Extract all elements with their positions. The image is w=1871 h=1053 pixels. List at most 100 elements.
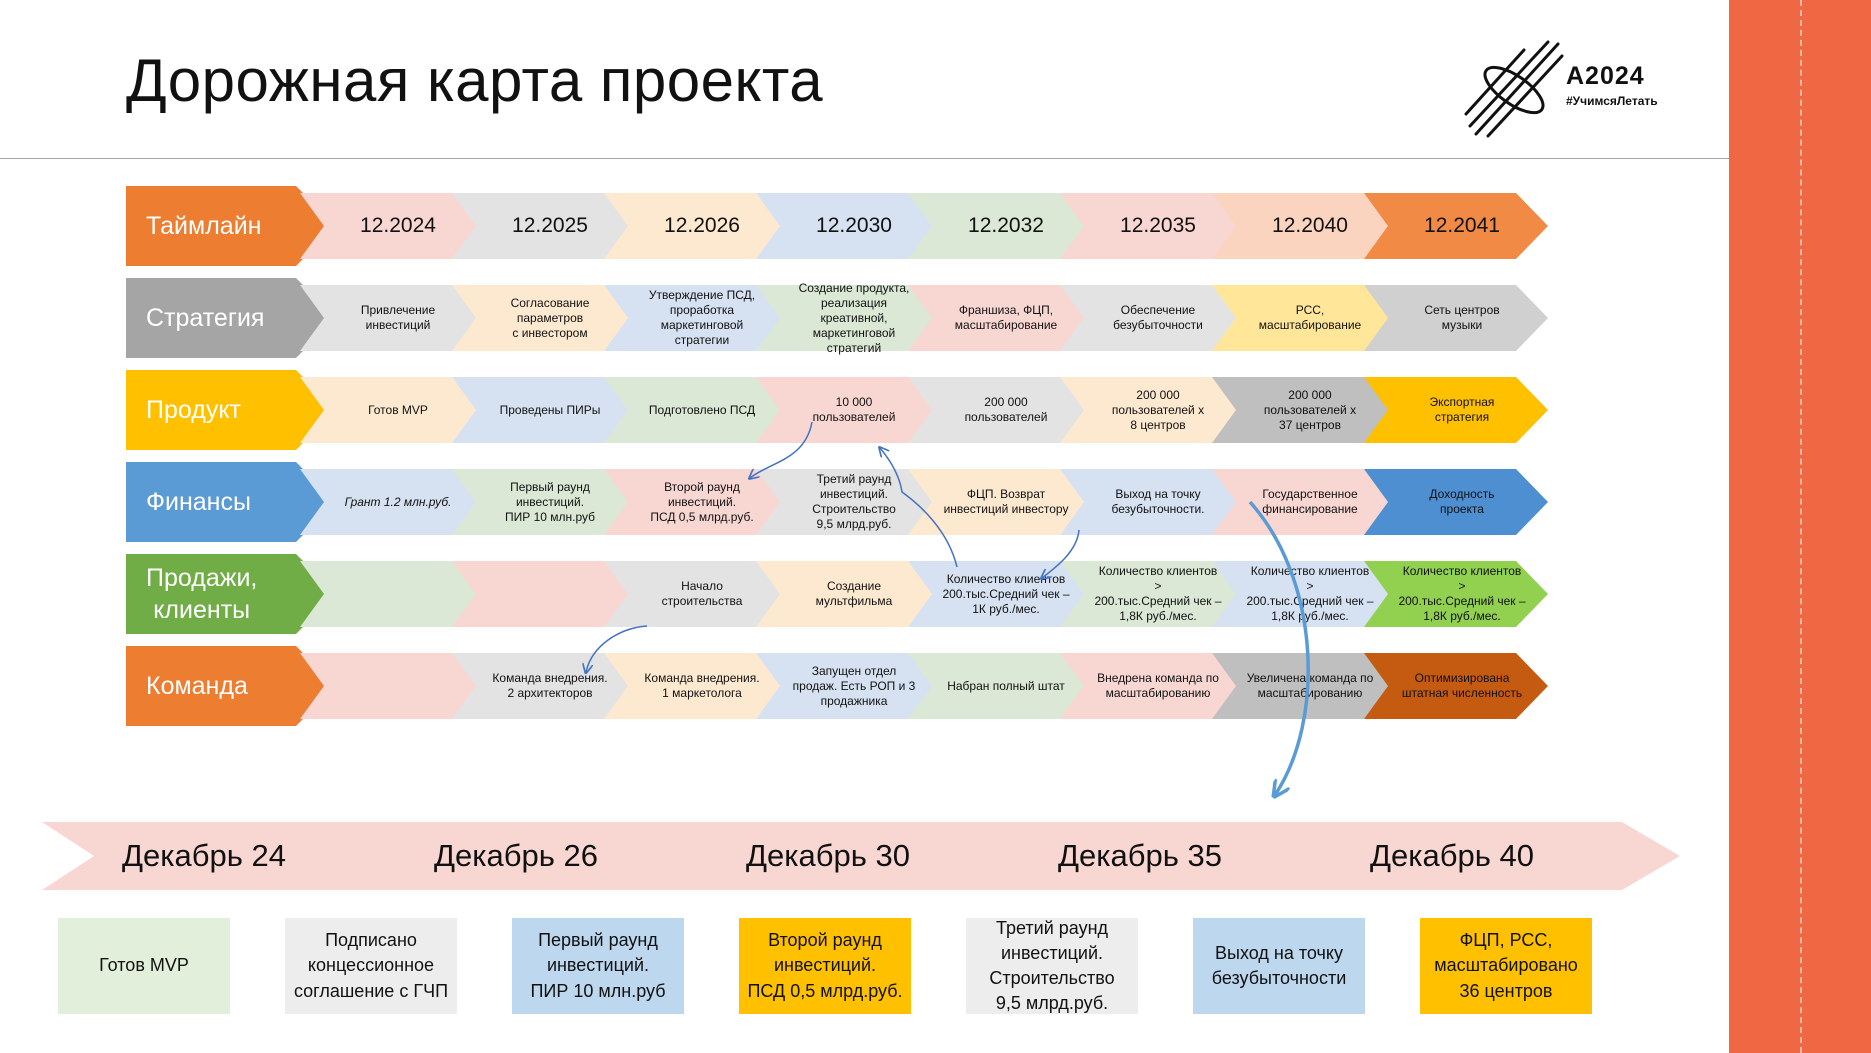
roadmap-cell-text: Грант 1.2 млн.руб. [344,494,452,509]
roadmap-cell-text: 200 000 пользователей х 37 центров [1263,387,1357,432]
roadmap-cell-text: Создание продукта, реализация креативной… [798,280,910,355]
roadmap-cell-text: Государственное финансирование [1262,487,1358,516]
roadmap-cell-text: Готов MVP [368,402,428,417]
roadmap-cell-4-3 [756,561,940,627]
milestone-box: Выход на точку безубыточности [1193,918,1365,1014]
title-divider [0,158,1729,159]
roadmap-cell-text: Запущен отдел продаж. Есть РОП и 3 прода… [792,663,916,708]
milestone-box: Третий раунд инвестиций. Строительство 9… [966,918,1138,1014]
roadmap-cell-text: Команда внедрения. 2 архитекторов [492,671,608,700]
roadmap-cell-text: Привлечение инвестиций [360,303,436,332]
milestone-arrow-0 [42,822,432,890]
roadmap-cell-0-0 [300,193,484,259]
roadmap-cell-0-3 [756,193,940,259]
milestone-date: Декабрь 24 [122,837,286,873]
roadmap-cell-1-3 [756,285,940,351]
milestone-date: Декабрь 26 [434,837,598,873]
milestone-date: Декабрь 35 [1058,837,1222,873]
milestone-arrow-3 [978,822,1368,890]
roadmap-cell-5-0 [300,653,484,719]
page-title: Дорожная карта проекта [126,47,824,114]
roadmap-cell-text: 12.2032 [968,213,1044,237]
roadmap-cell-1-2 [604,285,788,351]
roadmap-cell-5-2 [604,653,788,719]
logo-icon [1464,40,1564,138]
roadmap-cell-0-7 [1364,193,1548,259]
roadmap-cell-4-2 [604,561,788,627]
milestone-box: Первый раунд инвестиций. ПИР 10 млн.руб [512,918,684,1014]
roadmap-cell-text: 12.2025 [512,213,588,237]
milestone-box: Готов MVP [58,918,230,1014]
row-header-label: Таймлайн [146,211,262,240]
row-header-4 [126,554,336,634]
roadmap-cell-0-4 [908,193,1092,259]
milestone-date: Декабрь 40 [1370,837,1534,873]
logo-subtitle: #УчимсяЛетать [1566,94,1658,108]
row-header-0 [126,186,336,266]
roadmap-cell-text: 200 000 пользователей [964,395,1048,424]
roadmap-cell-2-5 [1060,377,1244,443]
milestone-arrow-2 [666,822,1056,890]
roadmap-cell-0-6 [1212,193,1396,259]
roadmap-cell-text [328,561,468,627]
roadmap-cell-text: Количество клиентов > 200.тыс.Средний че… [1094,564,1222,623]
roadmap-cell-text: 12.2024 [360,213,436,237]
roadmap-cell-3-0 [300,469,484,535]
milestone-arrow-4 [1290,822,1680,890]
roadmap-cell-2-1 [452,377,636,443]
milestone-box: Второй раунд инвестиций. ПСД 0,5 млрд.ру… [739,918,911,1014]
row-header-3 [126,462,336,542]
roadmap-cell-5-7 [1364,653,1548,719]
roadmap-cell-text: Проведены ПИРы [499,402,601,417]
roadmap-cell-4-0 [300,561,484,627]
row-header-label: Стратегия [146,303,265,332]
roadmap-cell-2-7 [1364,377,1548,443]
roadmap-cell-text: 200 000 пользователей х 8 центров [1111,387,1205,432]
roadmap-cell-text: Утверждение ПСД, проработка маркетингово… [648,288,756,347]
roadmap-cell-2-6 [1212,377,1396,443]
roadmap-cell-4-1 [452,561,636,627]
roadmap-cell-text: Экспортная стратегия [1429,395,1495,424]
roadmap-cell-text: Количество клиентов > 200.тыс.Средний че… [1398,564,1526,623]
roadmap-cell-text [328,653,468,719]
roadmap-cell-5-3 [756,653,940,719]
roadmap-cell-text: Команда внедрения. 1 маркетолога [644,671,760,700]
roadmap-cell-text: Внедрена команда по масштабированию [1097,671,1219,700]
row-header-label: Продукт [146,395,241,424]
roadmap-cell-text: 12.2035 [1120,213,1196,237]
milestone-box: Подписано концессионное соглашение с ГЧП [285,918,457,1014]
roadmap-cell-text: 12.2026 [664,213,740,237]
roadmap-cell-3-2 [604,469,788,535]
roadmap-cell-1-6 [1212,285,1396,351]
roadmap-cell-text: Подготовлено ПСД [648,402,756,417]
roadmap-cell-5-5 [1060,653,1244,719]
roadmap-cell-0-2 [604,193,788,259]
row-header-label: Финансы [146,487,251,516]
row-header-2 [126,370,336,450]
roadmap-cell-text: Доходность проекта [1429,487,1495,516]
roadmap-cell-2-4 [908,377,1092,443]
milestone-box: ФЦП, РСС, масштабировано 36 центров [1420,918,1592,1014]
roadmap-cell-1-4 [908,285,1092,351]
roadmap-cell-3-7 [1364,469,1548,535]
roadmap-cell-text: Количество клиентов 200.тыс.Средний чек … [942,571,1070,616]
roadmap-cell-2-2 [604,377,788,443]
roadmap-cell-text: Второй раунд инвестиций. ПСД 0,5 млрд.ру… [650,479,754,524]
roadmap-cell-0-5 [1060,193,1244,259]
milestone-date: Декабрь 30 [746,837,910,873]
logo-name: A2024 [1566,62,1645,90]
roadmap-cell-text: Третий раунд инвестиций. Строительство 9… [812,472,896,531]
roadmap-cell-text: 12.2040 [1272,213,1348,237]
roadmap-cell-text: Выход на точку безубыточности. [1111,487,1205,516]
roadmap-cell-text: Количество клиентов > 200.тыс.Средний че… [1246,564,1374,623]
roadmap-cell-text: Увеличена команда по масштабированию [1246,671,1374,700]
roadmap-cell-text: 12.2041 [1424,213,1500,237]
side-accent-dashes [1800,0,1802,1053]
roadmap-cell-text [480,561,620,627]
roadmap-cell-text: РСС, масштабирование [1258,303,1362,332]
roadmap-cell-text: ФЦП. Возврат инвестиций инвестору [943,487,1069,516]
roadmap-cell-text: 10 000 пользователей [812,395,896,424]
roadmap-cell-text: 12.2030 [816,213,892,237]
roadmap-cell-4-5 [1060,561,1244,627]
roadmap-cell-1-7 [1364,285,1548,351]
